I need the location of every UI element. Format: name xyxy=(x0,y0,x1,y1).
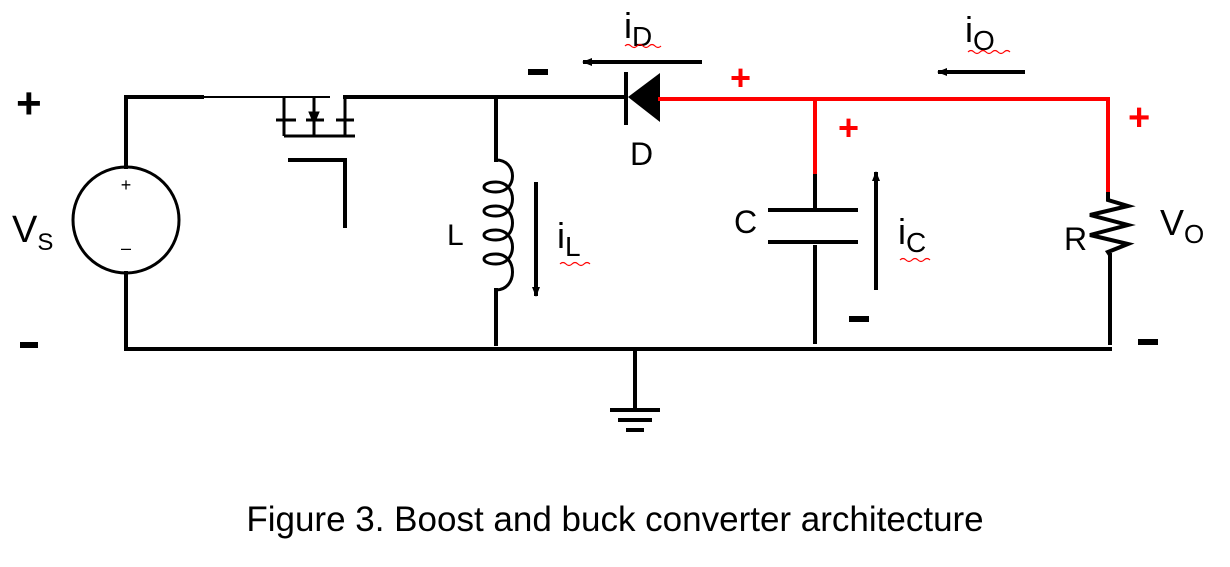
inductor-coil xyxy=(482,158,514,292)
capacitor-symbol xyxy=(768,208,858,244)
left-minus-sign xyxy=(20,342,38,348)
diode-plus-sign: + xyxy=(730,57,751,98)
voltage-source: + – xyxy=(71,165,181,275)
source-minus-label: – xyxy=(121,238,131,258)
ic-label: iC xyxy=(898,211,926,258)
io-squiggle xyxy=(967,49,1011,55)
vo-label: VO xyxy=(1160,202,1204,249)
ic-squiggle xyxy=(899,257,931,263)
diode-label: D xyxy=(630,136,653,172)
vs-label: VS xyxy=(12,209,53,256)
capacitor-minus-sign xyxy=(849,316,869,322)
capacitor-plus-sign: + xyxy=(838,107,859,148)
io-label: iO xyxy=(965,9,995,56)
resistor-label: R xyxy=(1064,221,1087,257)
source-plus-label: + xyxy=(121,175,132,195)
resistor-symbol xyxy=(1089,192,1136,257)
output-minus-sign xyxy=(1138,339,1158,345)
diode-symbol xyxy=(624,72,660,125)
ground-symbol xyxy=(610,408,660,432)
il-label: iL xyxy=(557,215,581,262)
black-wires xyxy=(124,95,1112,412)
id-squiggle xyxy=(624,43,662,49)
inductor-label: L xyxy=(447,219,464,252)
id-label: iD xyxy=(624,5,652,52)
left-plus-sign: + xyxy=(16,79,42,128)
output-plus-sign: + xyxy=(1128,97,1150,139)
figure-caption: Figure 3. Boost and buck converter archi… xyxy=(246,500,984,539)
mosfet-symbol xyxy=(202,96,355,228)
diode-minus-sign xyxy=(528,69,548,75)
il-squiggle xyxy=(559,261,591,267)
capacitor-label: C xyxy=(734,204,757,240)
red-wires xyxy=(658,97,1110,194)
